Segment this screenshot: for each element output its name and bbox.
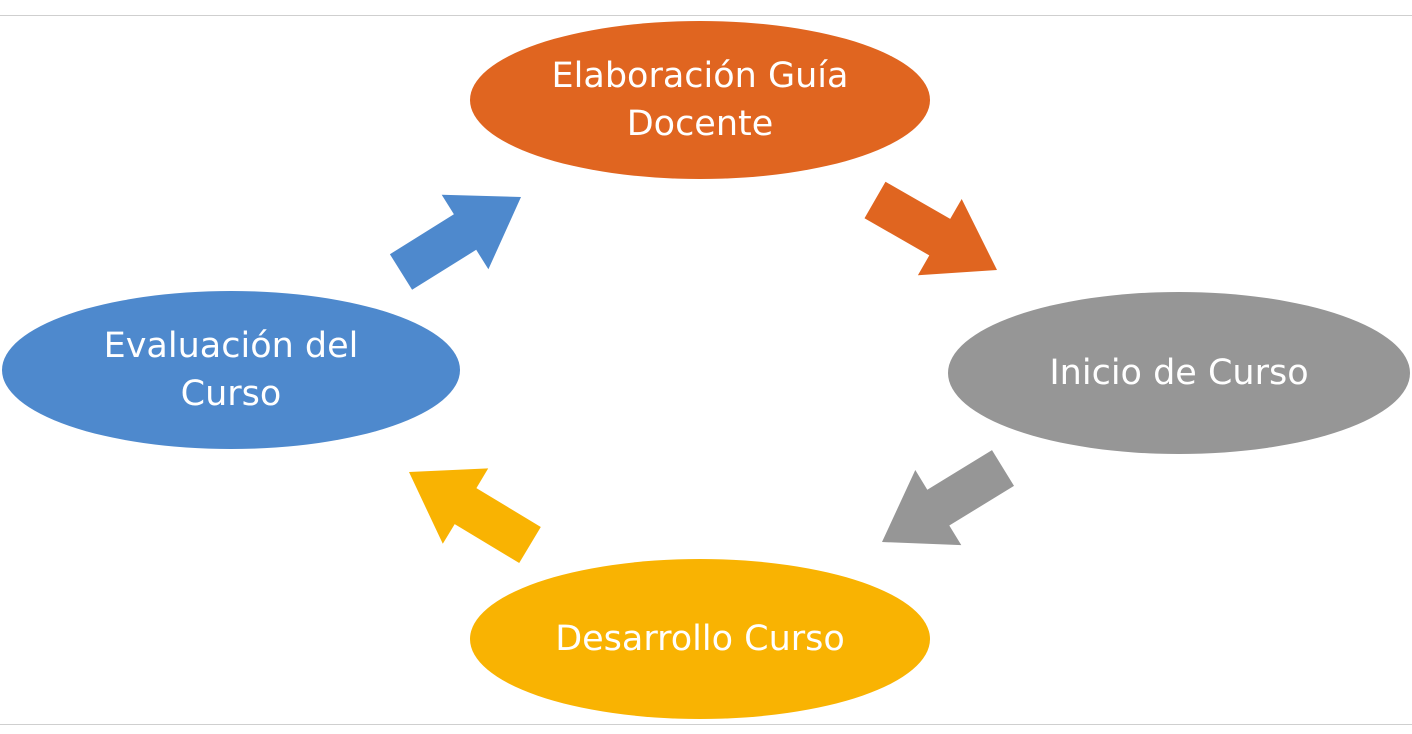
step-label: Elaboración Guía Docente xyxy=(551,56,849,144)
top-divider xyxy=(0,15,1412,16)
step-label: Evaluación del Curso xyxy=(103,326,359,414)
bottom-divider xyxy=(0,724,1412,725)
arrow-desarrollo-to-evaluacion xyxy=(409,468,541,563)
step-elaboracion-guia-docente: Elaboración Guía Docente xyxy=(470,21,930,179)
arrow-shape xyxy=(882,450,1014,546)
arrow-inicio-to-desarrollo xyxy=(882,450,1014,546)
arrow-shape xyxy=(389,194,521,290)
arrow-shape xyxy=(864,181,997,276)
arrow-evaluacion-to-guia xyxy=(389,194,521,290)
step-evaluacion-del-curso: Evaluación del Curso xyxy=(2,291,460,449)
step-label: Desarrollo Curso xyxy=(555,619,845,659)
step-desarrollo-curso: Desarrollo Curso xyxy=(470,559,930,719)
arrow-guia-to-inicio xyxy=(864,181,997,276)
step-label: Inicio de Curso xyxy=(1049,353,1309,393)
arrow-shape xyxy=(409,468,541,563)
step-inicio-de-curso: Inicio de Curso xyxy=(948,292,1410,454)
